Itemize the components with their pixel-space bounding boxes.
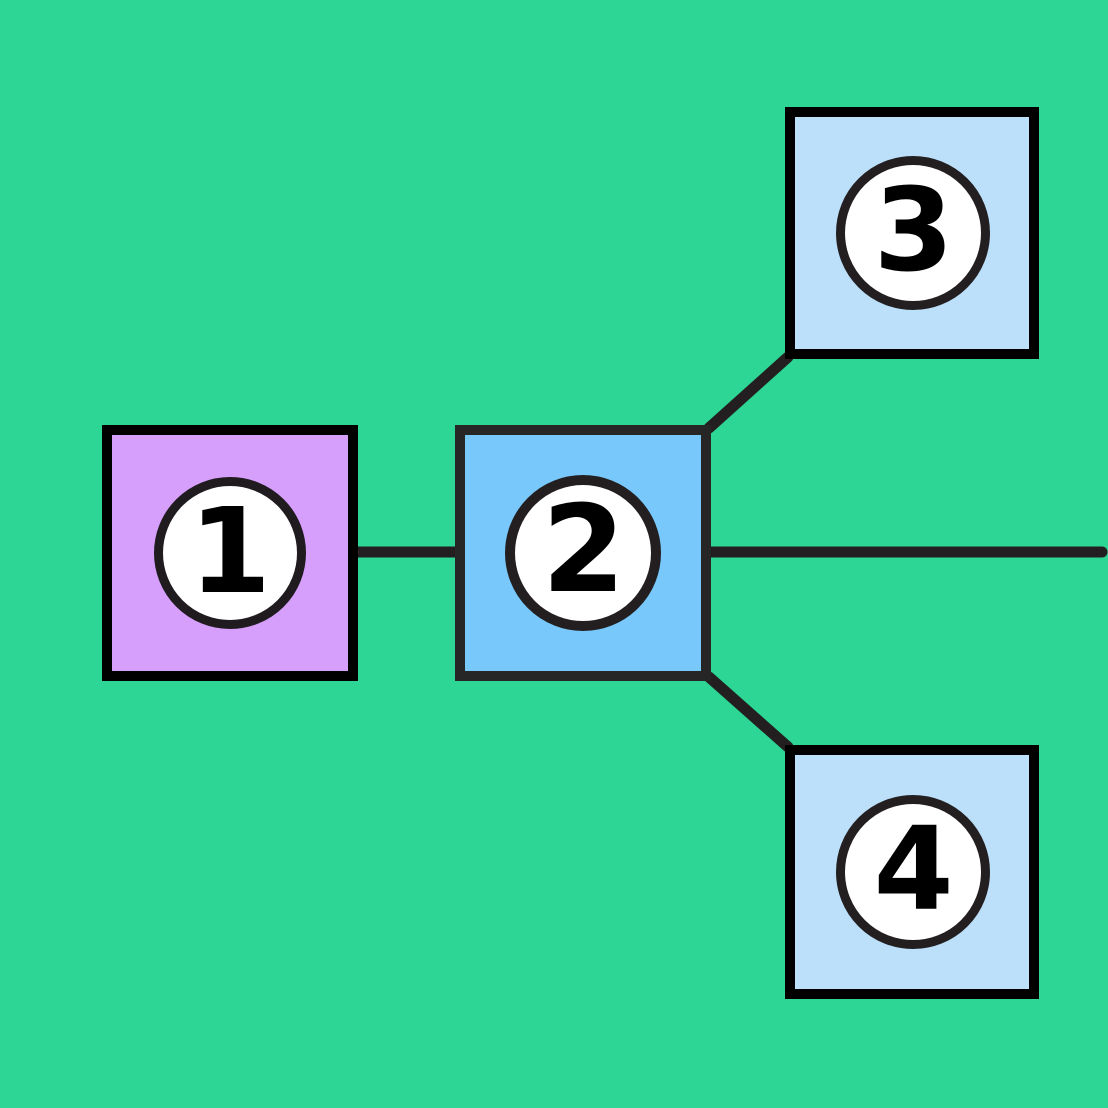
node-2-badge: 2 <box>505 475 661 631</box>
node-2[interactable]: 2 <box>455 425 711 681</box>
node-3-label: 3 <box>873 163 954 298</box>
node-2-label: 2 <box>541 481 626 620</box>
node-4[interactable]: 4 <box>785 745 1039 999</box>
edge-2-4 <box>703 671 794 753</box>
node-1[interactable]: 1 <box>102 425 358 681</box>
node-1-badge: 1 <box>153 477 306 629</box>
node-4-label: 4 <box>873 802 954 937</box>
node-4-badge: 4 <box>836 794 990 949</box>
node-3-badge: 3 <box>836 155 990 310</box>
edge-2-3 <box>703 351 794 434</box>
node-3[interactable]: 3 <box>785 107 1039 359</box>
node-1-label: 1 <box>189 482 271 620</box>
